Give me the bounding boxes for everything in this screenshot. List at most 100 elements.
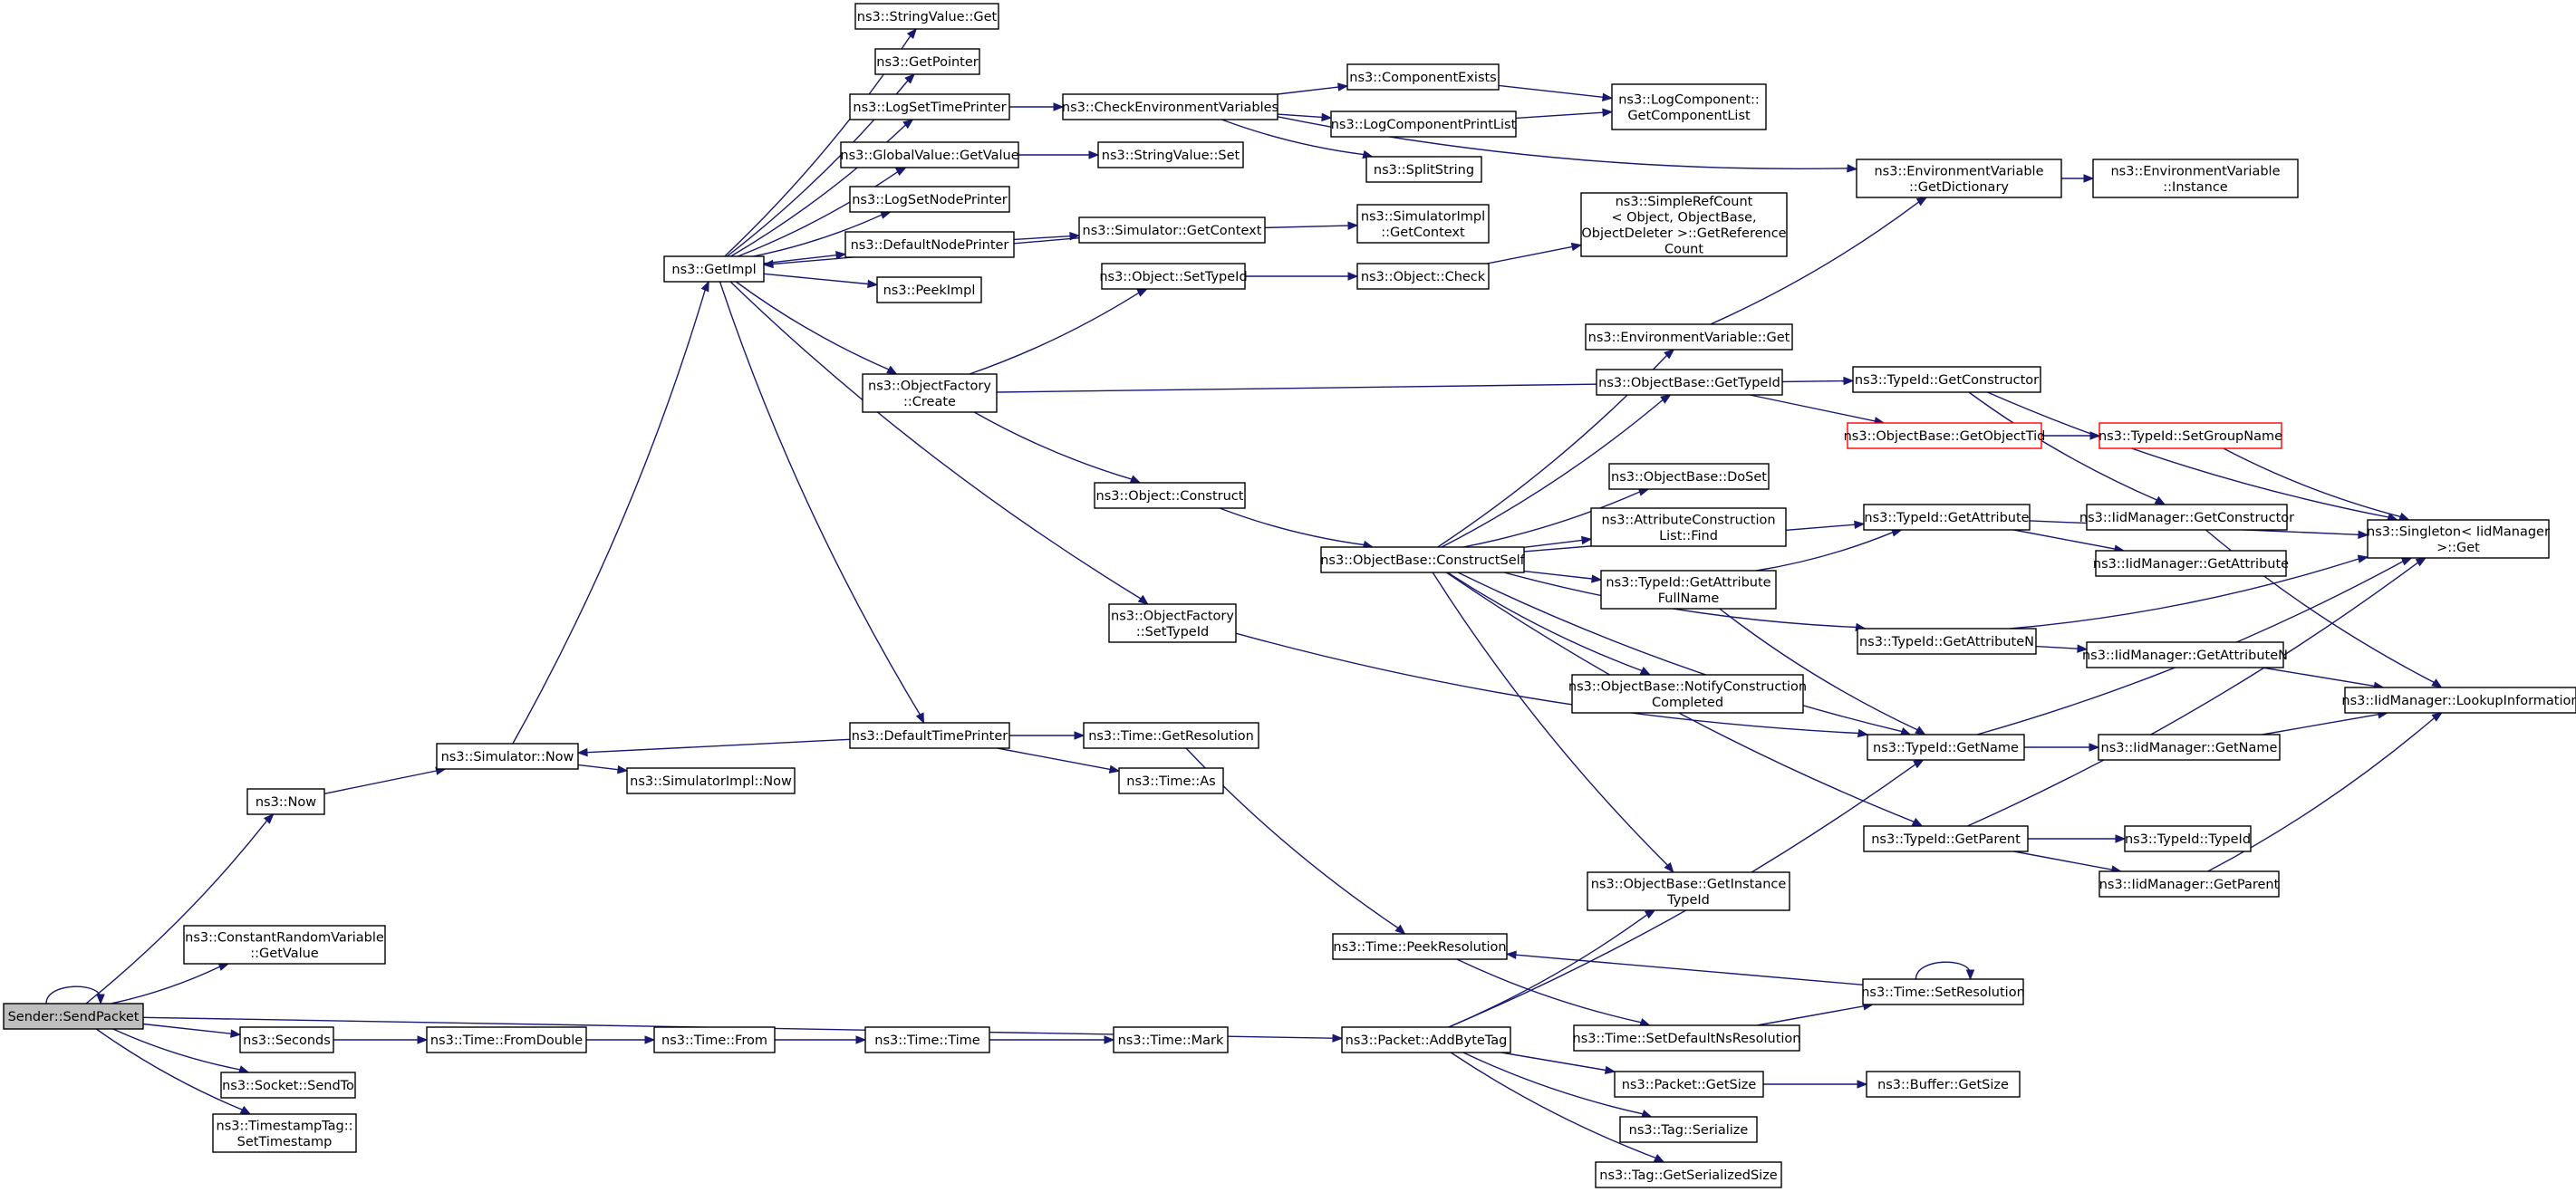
node-box: [1862, 978, 2024, 1005]
node-tstag-set[interactable]: ns3::TimestampTag::SetTimestamp: [212, 1113, 357, 1153]
node-ob-notify[interactable]: ns3::ObjectBase::NotifyConstructionCompl…: [1568, 674, 1807, 714]
edge-time_setres-to-time_peekres: [1505, 950, 1864, 985]
node-tid-typeid[interactable]: ns3::TypeId::TypeId: [2124, 825, 2252, 852]
node-label: ns3::Time::PeekResolution: [1333, 940, 1506, 955]
node-box: [1866, 1071, 2021, 1098]
edge-fromdouble-to-time_from: [586, 1035, 656, 1044]
node-iid-getattrn[interactable]: ns3::IidManager::GetAttributeN: [2082, 641, 2288, 668]
node-label: ns3::ObjectBase::NotifyConstruction: [1568, 679, 1807, 694]
node-time-mark[interactable]: ns3::Time::Mark: [1113, 1026, 1229, 1053]
edge-time_time-to-time_mark: [989, 1035, 1115, 1044]
node-logsettime[interactable]: ns3::LogSetTimePrinter: [849, 93, 1010, 120]
node-singleton[interactable]: ns3::Singleton< IidManager>::Get: [2367, 519, 2550, 559]
node-box: [864, 1026, 990, 1053]
node-obj-construct[interactable]: ns3::Object::Construct: [1094, 482, 1246, 509]
node-box: [653, 1026, 776, 1053]
edge-logsettime-to-checkenv: [1009, 102, 1065, 111]
node-gv-getvalue[interactable]: ns3::GlobalValue::GetValue: [840, 141, 1019, 168]
node-obj-check[interactable]: ns3::Object::Check: [1356, 263, 1490, 290]
edge-obj_settid-to-obj_check: [1245, 272, 1359, 281]
node-time-from[interactable]: ns3::Time::From: [653, 1026, 776, 1053]
node-tag-serialize[interactable]: ns3::Tag::Serialize: [1619, 1116, 1758, 1143]
node-simimpl-ctx[interactable]: ns3::SimulatorImpl::GetContext: [1356, 204, 1490, 244]
node-time-peekres[interactable]: ns3::Time::PeekResolution: [1332, 933, 1508, 960]
node-envvar-inst[interactable]: ns3::EnvironmentVariable::Instance: [2092, 159, 2299, 198]
node-pkt-addbytetag[interactable]: ns3::Packet::AddByteTag: [1341, 1026, 1511, 1053]
node-box: [840, 141, 1019, 168]
edges: [45, 27, 2443, 1163]
node-sim-now[interactable]: ns3::Simulator::Now: [436, 743, 579, 770]
node-label: ns3::AttributeConstruction: [1601, 513, 1775, 527]
node-defnodeprint[interactable]: ns3::DefaultNodePrinter: [844, 231, 1015, 258]
node-box: [2086, 504, 2288, 531]
node-label: List::Find: [1659, 529, 1718, 543]
node-envvar-get[interactable]: ns3::EnvironmentVariable::Get: [1585, 323, 1793, 351]
node-box: [1101, 263, 1246, 290]
node-ob-doset[interactable]: ns3::ObjectBase::DoSet: [1608, 463, 1770, 490]
node-simimpl-now[interactable]: ns3::SimulatorImpl::Now: [626, 767, 796, 794]
node-getpointer[interactable]: ns3::GetPointer: [874, 48, 980, 75]
edge-checkenv-to-logcompprint: [1277, 112, 1333, 122]
node-tid-getattr[interactable]: ns3::TypeId::GetAttribute: [1863, 504, 2031, 531]
node-compexists[interactable]: ns3::ComponentExists: [1346, 63, 1500, 91]
node-now[interactable]: ns3::Now: [246, 788, 325, 815]
node-root[interactable]: Sender::SendPacket: [3, 1003, 144, 1030]
node-constrand[interactable]: ns3::ConstantRandomVariable::GetValue: [183, 925, 386, 965]
node-label: ns3::Object::Construct: [1096, 489, 1244, 504]
edge-envvar_getdict-to-envvar_inst: [2061, 174, 2095, 183]
node-logcompget[interactable]: ns3::LogComponent::GetComponentList: [1611, 83, 1767, 130]
node-label: ns3::DefaultNodePrinter: [851, 238, 1009, 253]
edge-tid_getparent-to-iid_getparent: [2013, 851, 2123, 874]
node-seconds[interactable]: ns3::Seconds: [239, 1026, 334, 1053]
node-box: [862, 373, 998, 413]
node-time-setdef[interactable]: ns3::Time::SetDefaultNsResolution: [1573, 1024, 1801, 1052]
node-strval-set[interactable]: ns3::StringValue::Set: [1097, 141, 1244, 168]
node-objfac-settid[interactable]: ns3::ObjectFactory::SetTypeId: [1108, 603, 1237, 643]
node-tid-getattrn[interactable]: ns3::TypeId::GetAttributeN: [1857, 628, 2037, 655]
node-obj-settid[interactable]: ns3::Object::SetTypeId: [1099, 263, 1248, 290]
node-objfac-create[interactable]: ns3::ObjectFactory::Create: [862, 373, 998, 413]
node-logsetnode[interactable]: ns3::LogSetNodePrinter: [849, 186, 1010, 213]
node-label: ns3::IidManager::GetName: [2101, 741, 2278, 755]
node-iid-getparent[interactable]: ns3::IidManager::GetParent: [2098, 870, 2280, 898]
node-peekimpl[interactable]: ns3::PeekImpl: [876, 276, 982, 303]
node-label: ns3::EnvironmentVariable::Get: [1588, 331, 1790, 345]
node-envvar-getdict[interactable]: ns3::EnvironmentVariable::GetDictionary: [1856, 159, 2062, 198]
node-logcompprint[interactable]: ns3::LogComponentPrintList: [1330, 111, 1517, 138]
node-pkt-getsize[interactable]: ns3::Packet::GetSize: [1614, 1071, 1764, 1098]
node-sim-getctx[interactable]: ns3::Simulator::GetContext: [1078, 216, 1266, 244]
node-label: ns3::Packet::GetSize: [1622, 1078, 1757, 1092]
node-strval-get[interactable]: ns3::StringValue::Get: [854, 3, 999, 30]
node-fromdouble[interactable]: ns3::Time::FromDouble: [426, 1026, 587, 1053]
node-time-time[interactable]: ns3::Time::Time: [864, 1026, 990, 1053]
node-splitstring[interactable]: ns3::SplitString: [1365, 156, 1482, 183]
node-ob-getobjtid[interactable]: ns3::ObjectBase::GetObjectTid: [1844, 422, 2046, 449]
node-simpleref[interactable]: ns3::SimpleRefCount< Object, ObjectBase,…: [1580, 192, 1788, 257]
node-iid-getname[interactable]: ns3::IidManager::GetName: [2098, 734, 2281, 761]
node-sock-sendto[interactable]: ns3::Socket::SendTo: [220, 1072, 356, 1099]
node-tid-getparent[interactable]: ns3::TypeId::GetParent: [1863, 825, 2029, 852]
node-iid-getattr[interactable]: ns3::IidManager::GetAttribute: [2093, 550, 2289, 577]
node-tid-getctor[interactable]: ns3::TypeId::GetConstructor: [1852, 366, 2041, 393]
node-iid-getctor[interactable]: ns3::IidManager::GetConstructor: [2079, 504, 2294, 531]
node-tid-getname[interactable]: ns3::TypeId::GetName: [1867, 734, 2025, 761]
node-deftimeprint[interactable]: ns3::DefaultTimePrinter: [849, 722, 1010, 749]
node-time-getres[interactable]: ns3::Time::GetResolution: [1083, 722, 1259, 749]
node-tag-getser[interactable]: ns3::Tag::GetSerializedSize: [1595, 1161, 1782, 1188]
node-label: < Object, ObjectBase,: [1611, 210, 1756, 225]
node-tid-setgroup[interactable]: ns3::TypeId::SetGroupName: [2098, 422, 2282, 449]
node-ob-constself[interactable]: ns3::ObjectBase::ConstructSelf: [1320, 546, 1526, 573]
edge-root-to-now: [85, 813, 275, 1005]
node-time-as[interactable]: ns3::Time::As: [1118, 767, 1224, 794]
node-buf-getsize[interactable]: ns3::Buffer::GetSize: [1866, 1071, 2021, 1098]
node-iid-lookup[interactable]: ns3::IidManager::LookupInformation: [2341, 687, 2576, 714]
edge-time_peekres-to-time_setdef: [1456, 958, 1651, 1027]
node-checkenv[interactable]: ns3::CheckEnvironmentVariables: [1062, 93, 1278, 120]
node-ob-gettid[interactable]: ns3::ObjectBase::GetTypeId: [1596, 369, 1783, 396]
node-time-setres[interactable]: ns3::Time::SetResolution: [1861, 978, 2025, 1005]
node-label: ns3::Seconds: [243, 1033, 331, 1048]
node-getimpl[interactable]: ns3::GetImpl: [663, 255, 765, 283]
